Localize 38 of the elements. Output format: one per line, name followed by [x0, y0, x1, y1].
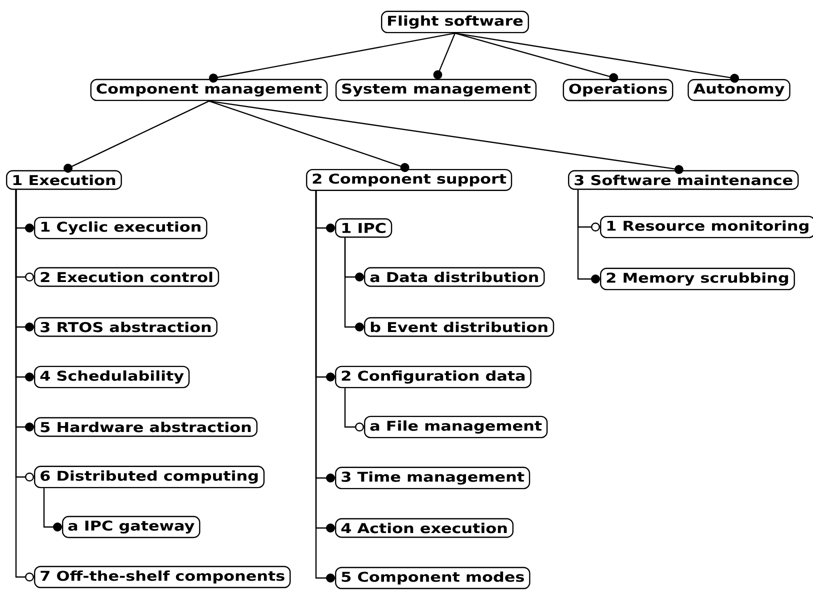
- feature-box: 2 Configuration data: [335, 366, 532, 388]
- feature-box: 1 Resource monitoring: [600, 216, 813, 238]
- feature-box: 3 Software maintenance: [568, 170, 799, 190]
- feature-box: a Data distribution: [364, 267, 545, 287]
- feature-box: a File management: [364, 416, 548, 438]
- connector: [208, 32, 456, 83]
- feature-box: 1 Cyclic execution: [34, 216, 208, 240]
- feature-box: a IPC gateway: [62, 516, 200, 538]
- connector: [454, 32, 618, 82]
- connector: [43, 488, 62, 532]
- feature-box: Operations: [562, 78, 674, 102]
- feature-box: 3 RTOS abstraction: [34, 317, 218, 337]
- feature-box: 1 IPC: [335, 218, 392, 238]
- feature-box: 4 Action execution: [335, 518, 514, 538]
- feature-box: Flight software: [381, 10, 529, 34]
- connector: [344, 238, 364, 332]
- connector: [208, 100, 410, 172]
- feature-box: 7 Off-the-shelf components: [34, 566, 291, 588]
- feature-box: 4 Schedulability: [34, 366, 190, 388]
- feature-box: 5 Component modes: [335, 566, 530, 590]
- connector: [15, 190, 34, 582]
- feature-box: 3 Time management: [335, 466, 530, 490]
- feature-box: 6 Distributed computing: [34, 466, 265, 488]
- connector: [344, 388, 364, 432]
- feature-box: Autonomy: [688, 79, 790, 101]
- feature-box: 1 Execution: [6, 170, 122, 190]
- feature-box: 2 Execution control: [34, 267, 220, 287]
- connector: [577, 190, 600, 284]
- connector: [64, 100, 210, 173]
- connector: [208, 100, 684, 174]
- connector: [433, 32, 456, 80]
- connector: [454, 32, 740, 83]
- feature-box: 2 Component support: [306, 168, 512, 191]
- feature-box: System management: [335, 78, 537, 102]
- feature-box: 2 Memory scrubbing: [600, 268, 795, 290]
- feature-box: b Event distribution: [364, 317, 554, 337]
- feature-box: Component management: [90, 78, 328, 102]
- feature-box: 5 Hardware abstraction: [34, 417, 258, 437]
